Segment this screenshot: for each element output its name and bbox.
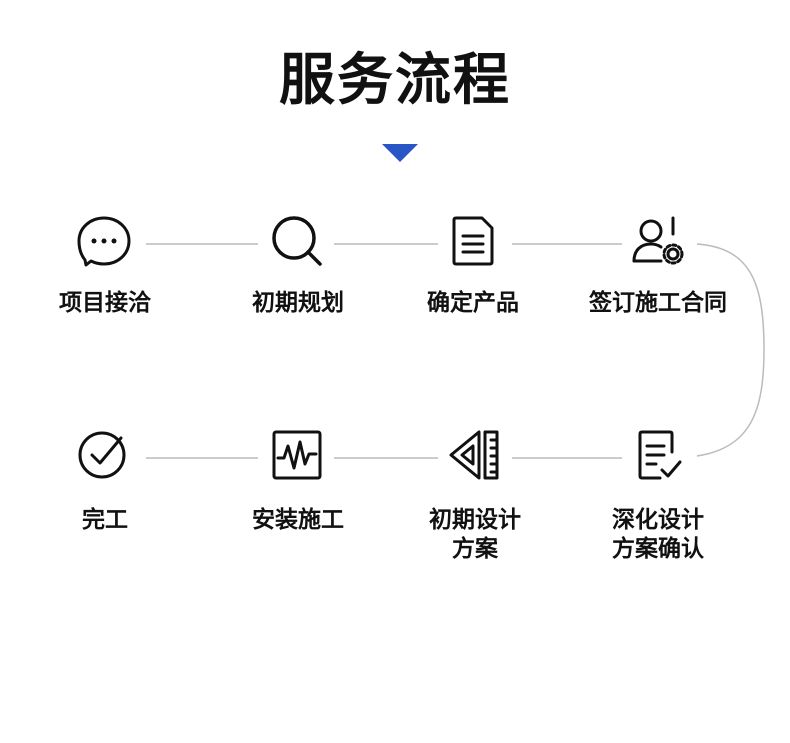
connector-4-5 — [696, 243, 765, 457]
step-label-1: 项目接洽 — [59, 290, 151, 316]
chat-bubble-icon — [77, 214, 131, 268]
down-arrow-icon — [382, 144, 418, 162]
step-label-5: 深化设计 方案确认 — [612, 507, 704, 562]
waveform-icon — [270, 428, 324, 482]
check-circle-icon — [77, 428, 131, 482]
user-settings-icon — [631, 214, 685, 268]
step-label-3: 确定产品 — [427, 290, 519, 316]
step-label-8: 完工 — [82, 507, 128, 533]
edit-document-icon — [632, 428, 686, 482]
step-label-2: 初期规划 — [252, 290, 344, 316]
document-icon — [446, 214, 500, 268]
page-title: 服务流程 — [279, 48, 511, 113]
step-label-4: 签订施工合同 — [589, 290, 727, 316]
step-label-6: 初期设计 方案 — [429, 507, 521, 562]
magnifier-icon — [270, 214, 324, 268]
step-label-7: 安装施工 — [252, 507, 344, 533]
ruler-triangle-icon — [447, 428, 501, 482]
